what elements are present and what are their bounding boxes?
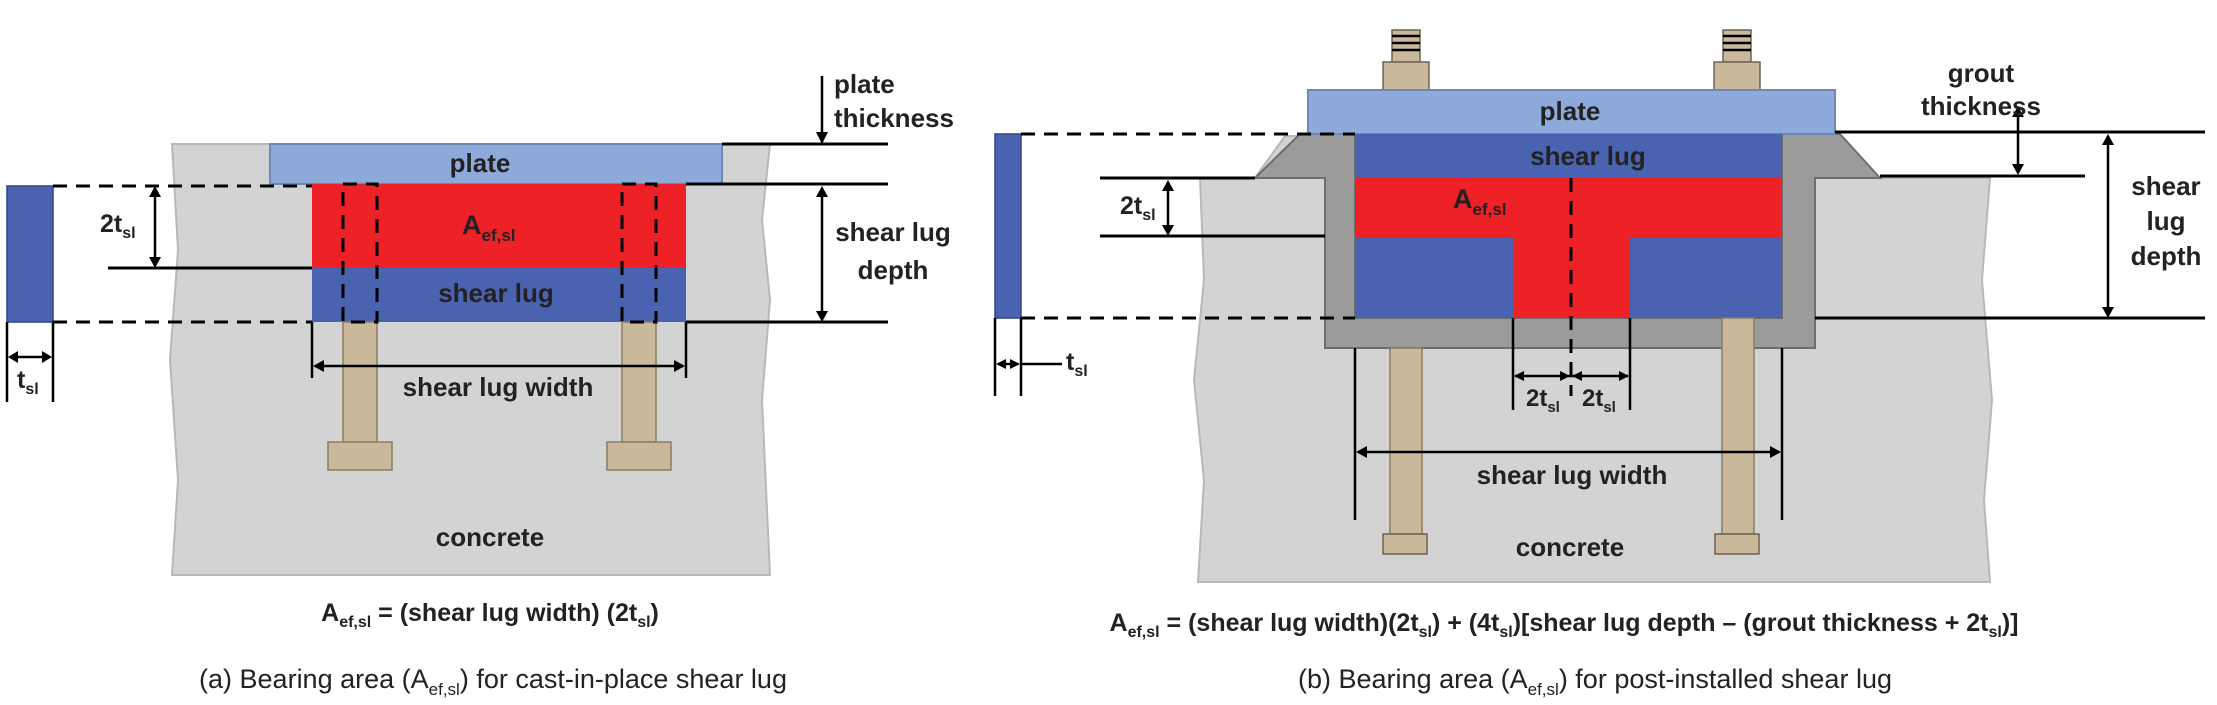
grout-thickness-label-b-1: grout <box>1948 58 2015 88</box>
shear-lug-depth-label-a-2: depth <box>858 255 929 285</box>
two-t-label-a: 2tsl <box>100 210 136 242</box>
shear-lug-width-label-b: shear lug width <box>1477 460 1668 490</box>
tsl-arrow-b-l <box>996 359 1006 369</box>
shear-lug-depth-label-a-1: shear lug <box>835 217 951 247</box>
plate-label-a: plate <box>450 148 511 178</box>
shear-lug-depth-label-b-3: depth <box>2131 241 2202 271</box>
formula-a: Aef,sl = (shear lug width) (2tsl) <box>321 599 659 631</box>
bearing-area-b <box>1355 178 1782 318</box>
center-arrow-b-1 <box>1514 371 1524 381</box>
twot-arrow-b-t <box>1162 180 1174 191</box>
anchor-rod-a-right <box>621 321 657 443</box>
diagram-b: plate grout thickness shear lug Aef,sl 2… <box>993 29 2205 699</box>
plate-thickness-label-a-2: thickness <box>834 103 954 133</box>
lug-thickness-strip-a <box>6 185 54 323</box>
shear-lug-label-a: shear lug <box>438 278 554 308</box>
nut-b-right <box>1713 61 1761 91</box>
width-arrow-b-l <box>1356 446 1367 458</box>
concrete-label-a: concrete <box>436 522 544 552</box>
nut-b-left <box>1382 61 1430 91</box>
bearing-area-a <box>312 184 686 268</box>
tsl-arrow-a-l <box>8 351 18 363</box>
tsl-arrow-a-r <box>42 351 52 363</box>
concrete-label-b: concrete <box>1516 532 1624 562</box>
lug-depth-arrow-b-b <box>2102 307 2114 318</box>
twot-arrow-b-b <box>1162 225 1174 236</box>
two-t-center-left-label-b: 2tsl <box>1526 385 1560 416</box>
lug-depth-arrow-a-b <box>816 311 828 322</box>
diagram-a: plate plate thickness Aef,sl shear lug 2… <box>5 69 954 699</box>
center-arrow-b-3 <box>1572 371 1582 381</box>
plate-thickness-label-a-1: plate <box>834 69 895 99</box>
shear-lug-a <box>312 268 686 322</box>
tsl-label-a: tsl <box>17 366 39 398</box>
anchor-head-a-left <box>327 441 393 471</box>
shear-lug-width-label-a: shear lug width <box>403 372 594 402</box>
anchor-nut-b-right <box>1714 533 1760 555</box>
grout-thickness-label-b-2: thickness <box>1921 91 2041 121</box>
width-arrow-a-r <box>674 360 685 372</box>
anchor-nut-b-left <box>1382 533 1428 555</box>
shear-lug-depth-label-b-1: shear <box>2131 171 2200 201</box>
grout-arrow-b-b <box>2012 164 2024 175</box>
plate-label-b: plate <box>1540 96 1601 126</box>
plate-thick-arrow-a <box>816 132 828 144</box>
tsl-label-b: tsl <box>1066 348 1088 380</box>
two-t-center-right-label-b: 2tsl <box>1582 385 1616 416</box>
shear-lug-depth-label-b-2: lug <box>2147 206 2186 236</box>
lug-thickness-strip-b <box>994 133 1022 319</box>
width-arrow-b-r <box>1770 446 1781 458</box>
twot-arrow-a-t <box>149 186 161 197</box>
aef-label-b: Aef,sl <box>1453 184 1507 219</box>
aef-label-a: Aef,sl <box>462 210 516 245</box>
anchor-head-a-right <box>606 441 672 471</box>
lug-depth-arrow-b-t <box>2102 134 2114 145</box>
anchor-hole-a-left <box>341 182 379 324</box>
center-arrow-b-4 <box>1619 371 1629 381</box>
shear-lug-label-b: shear lug <box>1530 141 1646 171</box>
caption-a: (a) Bearing area (Aef,sl) for cast-in-pl… <box>199 664 787 699</box>
two-t-label-b: 2tsl <box>1120 192 1156 224</box>
anchor-rod-b-right <box>1721 317 1755 535</box>
width-arrow-a-l <box>313 360 324 372</box>
lug-depth-arrow-a-t <box>816 186 828 197</box>
anchor-hole-a-right <box>620 182 658 324</box>
plate-a <box>269 143 723 185</box>
twot-arrow-a-b <box>149 257 161 268</box>
tsl-arrow-b-r <box>1010 359 1020 369</box>
caption-b: (b) Bearing area (Aef,sl) for post-insta… <box>1298 664 1892 699</box>
center-arrow-b-2 <box>1560 371 1570 381</box>
formula-b: Aef,sl = (shear lug width)(2tsl) + (4tsl… <box>1110 609 2019 641</box>
anchor-rod-b-left <box>1389 347 1423 535</box>
plate-b <box>1307 89 1836 135</box>
anchor-rod-a-left <box>342 321 378 443</box>
grout-arrow-b-t <box>2012 106 2024 117</box>
